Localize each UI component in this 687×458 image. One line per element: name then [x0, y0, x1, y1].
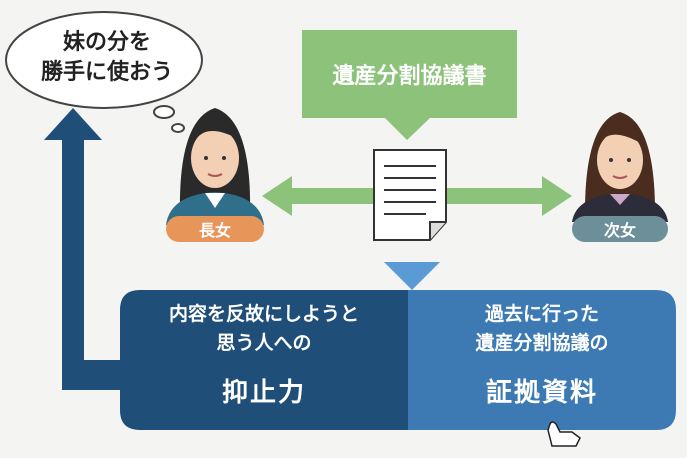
- younger-sister-label: 次女: [572, 216, 668, 242]
- panel-right-lines: 過去に行った 遺産分割協議の: [475, 303, 609, 354]
- panel-left-lines: 内容を反故にしようと 思う人への: [168, 303, 359, 354]
- speech-text: 妹の分を 勝手に使おう: [40, 30, 173, 85]
- document-title: 遺産分割協議書: [332, 64, 487, 89]
- document-icon: [373, 149, 447, 241]
- down-pointer: [384, 262, 440, 290]
- pointer-hand-icon: [547, 421, 581, 447]
- motive-arrow: [44, 108, 122, 390]
- panel-right: 過去に行った 遺産分割協議の 証拠資料: [408, 300, 676, 409]
- panel-left-highlight: 抑止力: [221, 378, 306, 408]
- panel-right-highlight: 証拠資料: [485, 378, 598, 408]
- panel-left: 内容を反故にしようと 思う人への 抑止力: [120, 300, 408, 409]
- document-title-callout: [302, 30, 517, 140]
- speech-bubble: [5, 11, 203, 133]
- elder-sister-label: 長女: [166, 216, 264, 242]
- bottom-panel: [120, 290, 676, 430]
- younger-sister-icon: [572, 112, 668, 222]
